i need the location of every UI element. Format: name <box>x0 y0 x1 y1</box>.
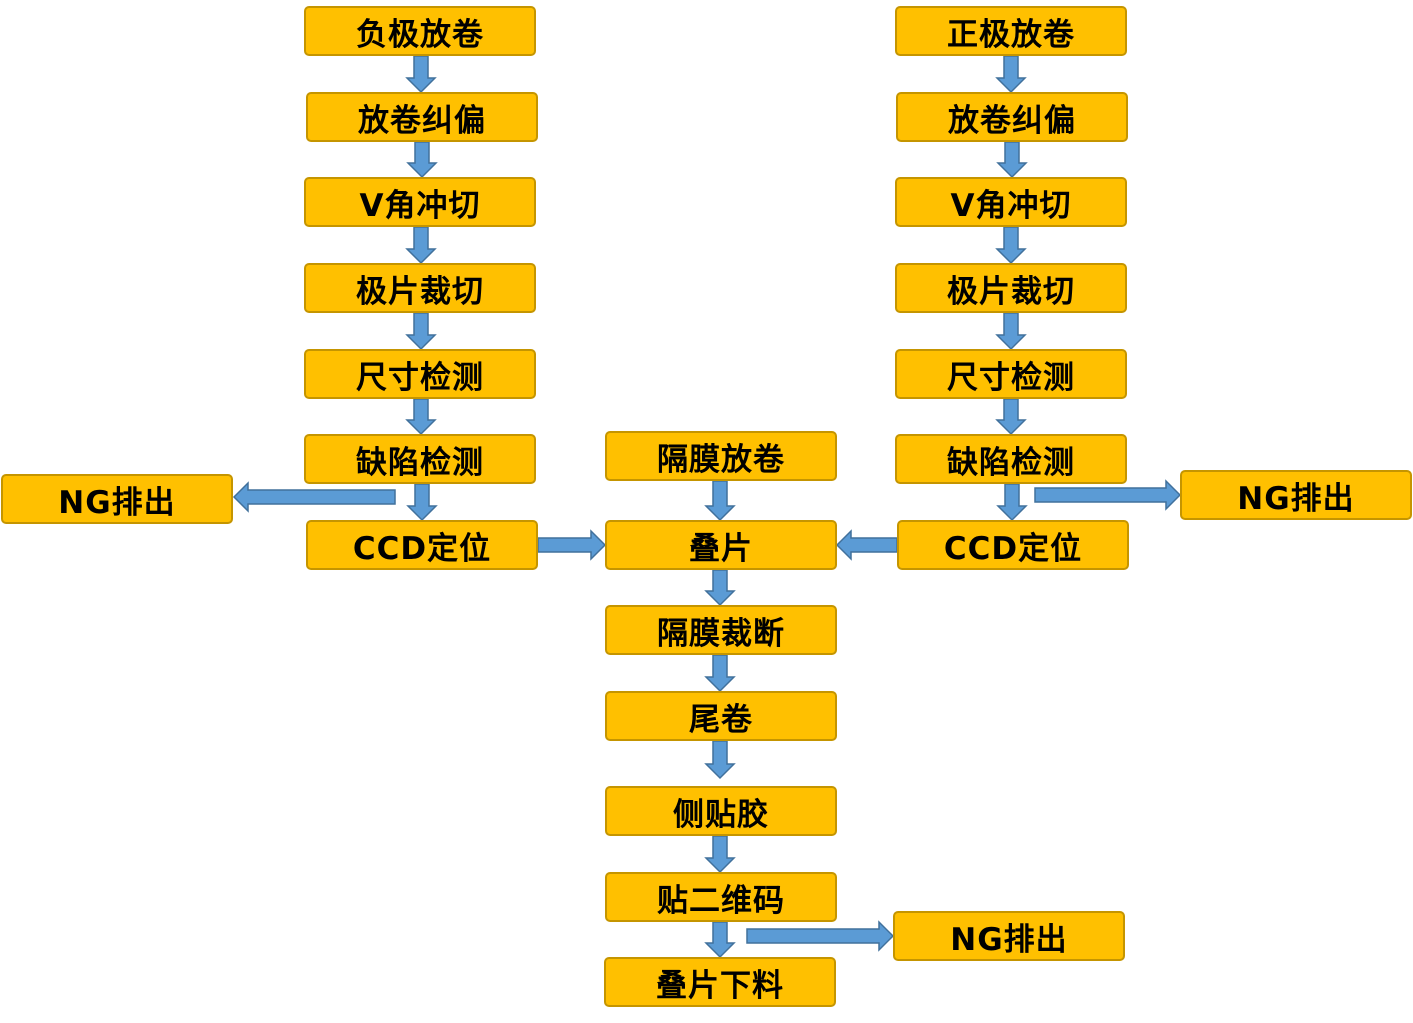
arrow-anode-ng <box>232 481 396 513</box>
cathode-size-inspection-step: 尺寸检测 <box>895 349 1127 399</box>
cathode-sheet-cutting-step: 极片裁切 <box>895 263 1127 313</box>
cathode-ccd-positioning-step: CCD定位 <box>897 520 1129 570</box>
arrow-center-1 <box>704 480 736 522</box>
cathode-v-notch-step: V角冲切 <box>895 177 1127 227</box>
arrow-center-5 <box>704 835 736 874</box>
qr-labeling-step: 贴二维码 <box>605 872 837 922</box>
cathode-edge-correction-step: 放卷纠偏 <box>896 92 1128 142</box>
arrow-cathode-1 <box>995 55 1027 94</box>
arrow-center-2 <box>704 569 736 607</box>
arrow-center-ng <box>746 920 895 952</box>
arrow-anode-4 <box>405 312 437 351</box>
arrow-center-6 <box>704 921 736 959</box>
arrow-anode-3 <box>405 226 437 265</box>
separator-unwind-step: 隔膜放卷 <box>605 431 837 481</box>
arrow-cathode-6 <box>996 483 1028 522</box>
stacking-step: 叠片 <box>605 520 837 570</box>
arrow-cathode-5 <box>995 398 1027 436</box>
anode-sheet-cutting-step: 极片裁切 <box>304 263 536 313</box>
anode-ccd-positioning-step: CCD定位 <box>306 520 538 570</box>
stack-unloading-step: 叠片下料 <box>604 957 836 1007</box>
anode-size-inspection-step: 尺寸检测 <box>304 349 536 399</box>
cathode-unwind-step: 正极放卷 <box>895 6 1127 56</box>
arrow-anode-5 <box>405 398 437 436</box>
tail-winding-step: 尾卷 <box>605 691 837 741</box>
anode-unwind-step: 负极放卷 <box>304 6 536 56</box>
anode-v-notch-step: V角冲切 <box>304 177 536 227</box>
side-taping-step: 侧贴胶 <box>605 786 837 836</box>
arrow-anode-1 <box>405 55 437 94</box>
cathode-defect-inspection-step: 缺陷检测 <box>895 434 1127 484</box>
final-ng-reject-step: NG排出 <box>893 911 1125 961</box>
cathode-ng-reject-step: NG排出 <box>1180 470 1412 520</box>
arrow-cathode-2 <box>996 141 1028 179</box>
arrow-cathode-to-stack <box>835 529 898 561</box>
arrow-cathode-4 <box>995 312 1027 351</box>
arrow-center-3 <box>704 654 736 693</box>
arrow-anode-to-stack <box>537 529 607 561</box>
arrow-anode-2 <box>406 141 438 179</box>
arrow-cathode-ng <box>1034 479 1182 511</box>
arrow-anode-6 <box>406 483 438 522</box>
separator-cutting-step: 隔膜裁断 <box>605 605 837 655</box>
anode-ng-reject-step: NG排出 <box>1 474 233 524</box>
anode-defect-inspection-step: 缺陷检测 <box>304 434 536 484</box>
anode-edge-correction-step: 放卷纠偏 <box>306 92 538 142</box>
arrow-cathode-3 <box>995 226 1027 265</box>
arrow-center-4 <box>704 740 736 780</box>
